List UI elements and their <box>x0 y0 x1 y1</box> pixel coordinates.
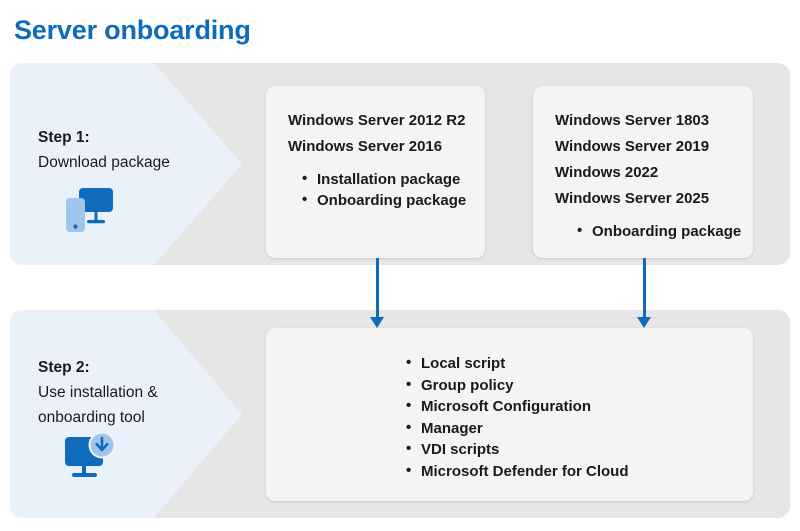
step-1-description: Download package <box>38 154 170 172</box>
modern-servers-bullets: Onboarding package <box>533 212 753 242</box>
step-1-text-block: Step 1: Download package <box>38 125 170 175</box>
list-item: Local script <box>406 352 753 375</box>
list-item: Microsoft Configuration <box>406 395 753 418</box>
arrow-legacy-to-tools <box>370 258 384 328</box>
step-2-label: Step 2: <box>38 359 90 376</box>
list-item: Manager <box>406 417 753 440</box>
page-title: Server onboarding <box>14 15 251 45</box>
list-item: Onboarding package <box>302 189 485 211</box>
onboarding-tools-bullets: Local script Group policy Microsoft Conf… <box>266 328 753 482</box>
list-item: Installation package <box>302 168 485 190</box>
arrow-modern-to-tools <box>637 258 651 328</box>
list-item: VDI scripts <box>406 438 753 461</box>
list-item: Group policy <box>406 374 753 397</box>
step-2-description: Use installation & onboarding tool <box>38 384 158 427</box>
monitor-tablet-icon <box>62 186 118 243</box>
legacy-servers-bullets: Installation package Onboarding package <box>266 160 485 211</box>
monitor-download-icon <box>62 431 120 489</box>
arrow-head-down-icon <box>637 317 651 328</box>
list-item: Windows Server 2016 <box>288 138 443 155</box>
list-item: Windows Server 2025 <box>555 190 710 207</box>
legacy-servers-list: Windows Server 2012 R2 Windows Server 20… <box>266 86 485 160</box>
arrow-shaft <box>376 258 379 317</box>
step-2-text-block: Step 2: Use installation & onboarding to… <box>38 355 158 430</box>
list-item: Microsoft Defender for Cloud <box>406 460 753 483</box>
list-item: Windows Server 2019 <box>555 138 710 155</box>
list-item: Windows Server 2012 R2 <box>288 112 466 129</box>
step-1-label: Step 1: <box>38 129 90 146</box>
list-item: Windows Server 1803 <box>555 112 710 129</box>
modern-servers-list: Windows Server 1803 Windows Server 2019 … <box>533 86 753 212</box>
arrow-shaft <box>643 258 646 317</box>
card-modern-servers: Windows Server 1803 Windows Server 2019 … <box>533 86 753 258</box>
arrow-head-down-icon <box>370 317 384 328</box>
card-onboarding-tools: Local script Group policy Microsoft Conf… <box>266 328 753 501</box>
list-item: Onboarding package <box>577 220 753 242</box>
list-item: Windows 2022 <box>555 164 659 181</box>
card-legacy-servers: Windows Server 2012 R2 Windows Server 20… <box>266 86 485 258</box>
